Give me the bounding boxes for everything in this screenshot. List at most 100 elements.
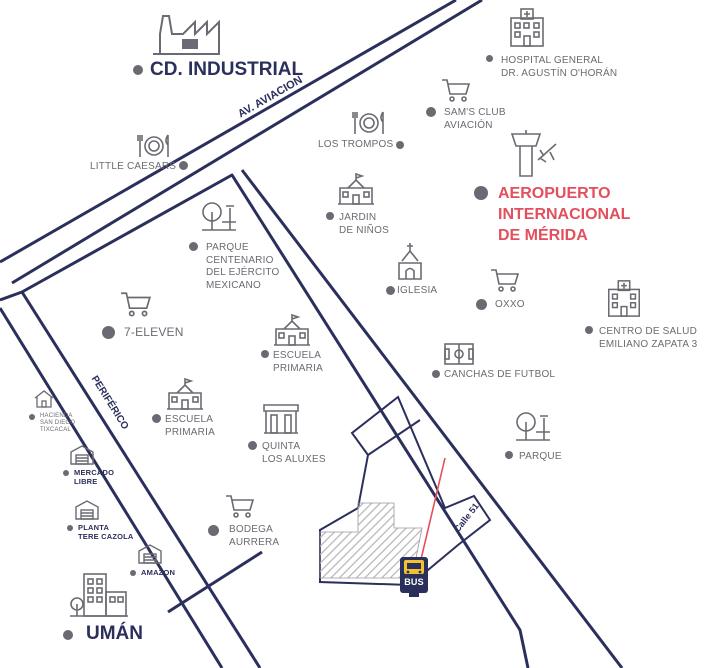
label-sams-line2: AVIACIÓN — [444, 119, 493, 131]
label-centro-salud-line1: CENTRO DE SALUD — [599, 326, 698, 337]
label-hacienda: HACIENDA SAN DIEGO TIXCACAL — [40, 413, 75, 434]
label-quinta-line1: QUINTA — [262, 441, 301, 452]
label-planta-line2: TERE CAZOLA — [78, 532, 134, 541]
label-mercado-libre: MERCADO LIBRE — [74, 468, 114, 486]
road-av-aviacion-top — [0, 0, 457, 264]
hospital-icon — [608, 280, 640, 317]
marker-escuela-primaria-2 — [152, 414, 161, 423]
city-label-cd-industrial: CD. INDUSTRIAL — [150, 59, 304, 80]
road-right-diagonal — [240, 169, 624, 668]
label-bodega-line1: BODEGA — [229, 524, 273, 535]
school-icon — [338, 172, 374, 205]
label-escuela-1-line1: ESCUELA — [273, 350, 322, 361]
label-jardin: JARDIN DE NIÑOS — [339, 212, 389, 237]
label-hacienda-line2: SAN DIEGO — [40, 420, 76, 426]
marker-parque — [505, 451, 513, 459]
marker-hospital — [486, 55, 493, 62]
label-hospital: HOSPITAL GENERAL DR. AGUSTÍN O'HORÁN — [501, 55, 617, 80]
label-parque-centenario-line4: MEXICANO — [206, 279, 261, 291]
church-icon — [398, 243, 422, 280]
label-hacienda-line1: HACIENDA — [40, 413, 73, 419]
marker-quinta — [248, 441, 257, 450]
school-icon — [274, 313, 310, 346]
shopping-cart-icon — [121, 292, 152, 317]
label-jardin-line1: JARDIN — [339, 212, 377, 223]
shopping-cart-icon — [442, 79, 471, 102]
restaurant-icon — [137, 134, 169, 157]
label-escuela-2-line2: PRIMARIA — [165, 426, 215, 438]
label-escuela-primaria-1: ESCUELA PRIMARIA — [273, 350, 323, 375]
label-little-caesars: LITTLE CAESARS — [90, 161, 177, 172]
label-hacienda-line3: TIXCACAL — [40, 427, 71, 433]
label-centro-salud: CENTRO DE SALUD EMILIANO ZAPATA 3 — [599, 326, 697, 351]
label-escuela-2-line1: ESCUELA — [165, 414, 214, 425]
label-hospital-line2: DR. AGUSTÍN O'HORÁN — [501, 67, 618, 79]
city-label-uman: UMÁN — [86, 623, 143, 644]
label-7-eleven: 7-ELEVEN — [124, 325, 184, 339]
label-parque-centenario-line2: CENTENARIO — [206, 254, 274, 266]
label-hospital-line1: HOSPITAL GENERAL — [501, 55, 604, 66]
label-sams-club: SAM'S CLUB AVIACIÓN — [444, 107, 506, 132]
marker-oxxo — [476, 299, 487, 310]
road-block-left — [0, 173, 530, 668]
bus-stop-label: BUS — [404, 577, 424, 587]
marker-iglesia — [386, 286, 395, 295]
park-icon — [516, 412, 550, 441]
label-quinta-line2: LOS ALUXES — [262, 453, 326, 465]
soccer-field-icon — [444, 343, 474, 365]
label-mercado-line1: MERCADO — [74, 468, 115, 477]
label-iglesia: IGLESIA — [397, 285, 438, 296]
label-quinta: QUINTA LOS ALUXES — [262, 441, 326, 466]
label-jardin-line2: DE NIÑOS — [339, 224, 389, 236]
label-parque-centenario: PARQUE CENTENARIO DEL EJÉRCITO MEXICANO — [206, 242, 280, 292]
marker-hacienda — [29, 414, 35, 420]
marker-escuela-primaria-1 — [261, 350, 269, 358]
road-lower-spur — [167, 550, 263, 614]
marker-airport — [474, 186, 488, 200]
bus-stop-icon — [400, 557, 428, 597]
hacienda-icon — [34, 390, 54, 408]
marker-7-eleven — [102, 326, 115, 339]
plot-inner-line — [367, 419, 421, 456]
label-bodega: BODEGA AURRERA — [229, 524, 279, 549]
label-canchas: CANCHAS DE FUTBOL — [444, 369, 556, 380]
school-icon — [167, 377, 203, 410]
label-airport-line3: DE MÉRIDA — [498, 227, 588, 244]
label-mercado-line2: LIBRE — [74, 477, 98, 486]
marker-canchas — [432, 370, 440, 378]
city-buildings-icon — [70, 573, 128, 617]
label-los-trompos: LOS TROMPOS — [318, 139, 394, 150]
label-airport-line1: AEROPUERTO — [498, 185, 611, 202]
hospital-icon — [510, 8, 544, 47]
marker-centro-salud — [585, 326, 593, 334]
marker-uman — [63, 630, 73, 640]
label-parque-centenario-line3: DEL EJÉRCITO — [206, 267, 280, 278]
label-airport-line2: INTERNACIONAL — [498, 206, 631, 223]
shopping-cart-icon — [226, 495, 255, 518]
marker-cd-industrial — [133, 65, 143, 75]
label-amazon: AMAZON — [141, 568, 176, 577]
park-icon — [202, 202, 236, 231]
road-av-aviacion-bottom — [11, 0, 483, 285]
factory-icon — [153, 15, 220, 55]
plot-outline — [319, 395, 492, 587]
warehouse-icon — [70, 445, 94, 465]
label-planta-line1: PLANTA — [78, 523, 110, 532]
marker-los-trompos — [396, 141, 404, 149]
warehouse-icon — [138, 544, 162, 564]
airport-tower-icon — [510, 130, 557, 177]
marker-bodega — [208, 525, 219, 536]
road-periferico-left — [0, 307, 224, 668]
label-oxxo: OXXO — [495, 299, 525, 310]
label-sams-line1: SAM'S CLUB — [444, 107, 506, 118]
restaurant-icon — [352, 111, 384, 134]
label-parque-centenario-line1: PARQUE — [206, 242, 249, 253]
label-parque: PARQUE — [519, 451, 562, 462]
marker-jardin — [326, 212, 334, 220]
marker-amazon — [130, 570, 136, 576]
marker-mercado-libre — [63, 470, 69, 476]
access-line-red — [417, 457, 446, 573]
label-escuela-primaria-2: ESCUELA PRIMARIA — [165, 414, 215, 439]
